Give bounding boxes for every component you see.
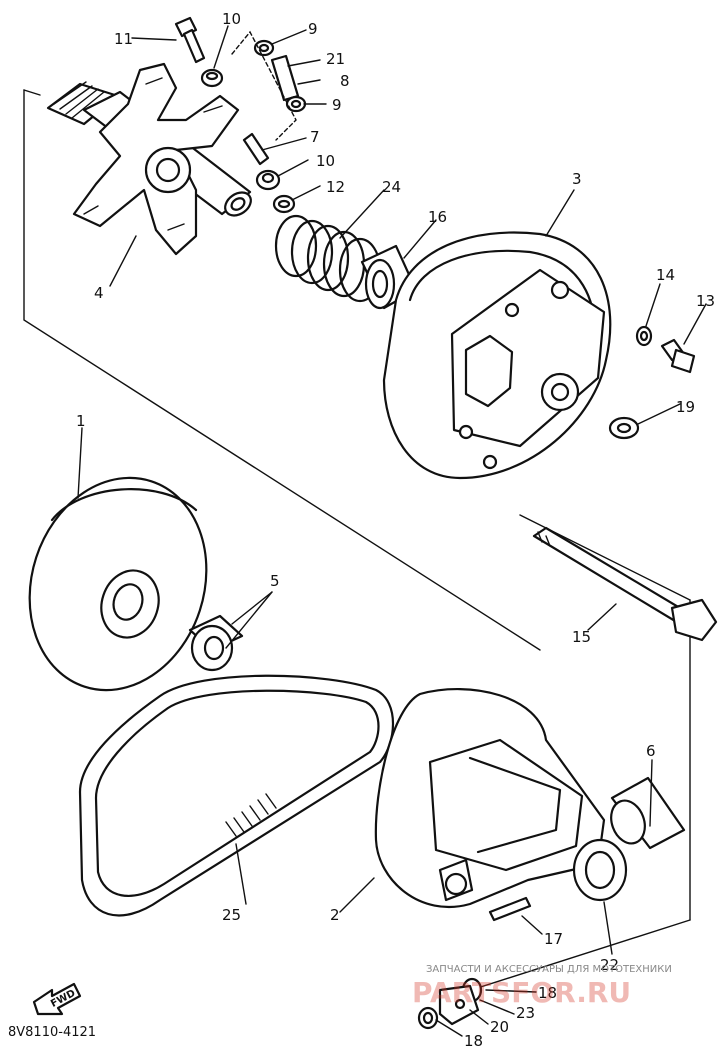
drawing-code: 8V8110-4121 [8,1025,96,1040]
label-18-lower: 18 [464,1032,483,1050]
fixed-sheave [28,476,208,692]
spider-shaft-assembly [46,62,252,256]
label-6: 6 [646,742,656,760]
label-13: 13 [696,292,715,310]
label-9-top: 9 [308,20,318,38]
sleeve-and-seal [572,776,686,902]
label-11: 11 [114,30,133,48]
cover-hardware [608,325,696,440]
label-9-lower: 9 [332,96,342,114]
center-bolt [532,526,718,642]
label-1: 1 [76,412,86,430]
label-20: 22 [600,956,619,974]
label-7: 7 [310,128,320,146]
label-2: 2 [330,906,340,924]
leader-lines [77,25,707,1037]
label-3: 3 [572,170,582,188]
label-23: 23 [516,1004,535,1022]
label-4: 4 [94,284,104,302]
small-hardware [174,16,307,214]
label-12: 12 [326,178,345,196]
weight-pin-hardware [417,896,532,1030]
primary-spring [274,214,382,303]
label-19: 19 [676,398,695,416]
watermark-caption: ЗАПЧАСТИ И АКСЕССУАРЫ ДЛЯ МОТОТЕХНИКИ [426,964,672,975]
label-5: 5 [270,572,280,590]
sheave-bushings [188,614,244,672]
primary-cover [382,231,612,480]
label-14: 14 [656,266,675,284]
label-25: 25 [222,906,241,924]
label-22: 20 [490,1018,509,1036]
label-15: 15 [572,628,591,646]
fwd-arrow-icon: FWD [32,982,82,1016]
label-10-lower: 10 [316,152,335,170]
label-24: 24 [382,178,401,196]
part-labels: 11 10 9 21 8 9 7 10 12 24 16 3 14 13 19 … [76,10,715,1050]
label-8: 8 [340,72,350,90]
movable-sheave [374,687,606,909]
label-18-upper: 18 [538,984,557,1002]
watermark-logo: PARTSFOR.RU [412,976,631,1009]
watermark: ЗАПЧАСТИ И АКСЕССУАРЫ ДЛЯ МОТОТЕХНИКИ PA… [412,964,672,1009]
label-21: 21 [326,50,345,68]
drive-belt [78,674,395,917]
label-16: 16 [428,208,447,226]
label-17: 17 [544,930,563,948]
label-10-top: 10 [222,10,241,28]
